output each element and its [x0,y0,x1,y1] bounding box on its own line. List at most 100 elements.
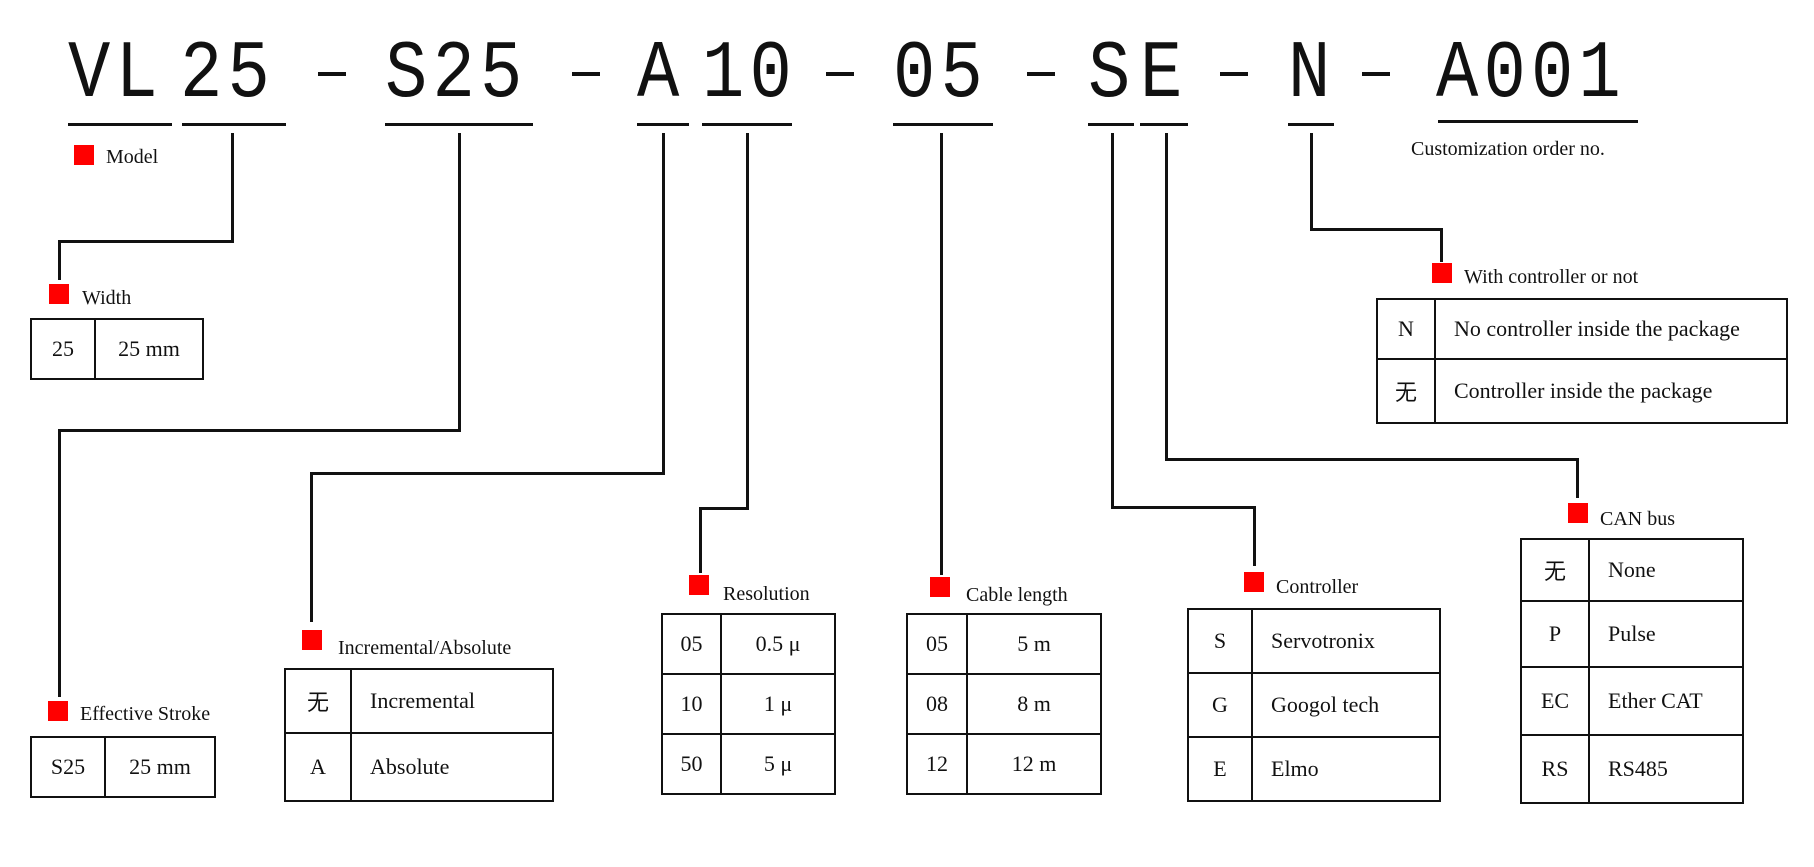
table-row: 05 0.5 μ [661,613,836,675]
option-code: P [1520,600,1590,668]
group-title-width: Width [82,287,132,309]
connector-line [699,507,749,510]
option-desc: 8 m [966,673,1102,735]
option-desc: 0.5 μ [720,613,836,675]
table-row: S25 25 mm [30,736,216,798]
connector-line [1165,458,1579,461]
connector-line [458,133,461,432]
option-desc: Ether CAT [1588,666,1744,736]
option-code: 05 [661,613,722,675]
option-code: E [1187,736,1253,802]
underline-stroke [385,123,533,126]
option-code: S [1187,608,1253,674]
option-desc: No controller inside the package [1434,298,1788,360]
canbus-options-table: 无 None P Pulse EC Ether CAT RS RS485 [1520,538,1744,804]
underline-model [68,123,172,126]
option-code: EC [1520,666,1590,736]
option-code: 05 [906,613,968,675]
underline-width [182,123,286,126]
code-separator [318,72,346,76]
code-segment-order-no: A001 [1436,28,1626,121]
connector-line [1310,133,1313,231]
option-desc: Elmo [1251,736,1441,802]
marker-icon [74,145,94,165]
connector-line [1253,506,1256,566]
option-code: S25 [30,736,106,798]
table-row: 无 None [1520,538,1744,602]
encoder-options-table: 无 Incremental A Absolute [284,668,554,802]
connector-line [1576,458,1579,498]
option-desc: 12 m [966,733,1102,795]
option-code: G [1187,672,1253,738]
underline-with-controller [1288,123,1334,126]
underline-resolution [702,123,792,126]
resolution-options-table: 05 0.5 μ 10 1 μ 50 5 μ [661,613,836,795]
connector-line [699,507,702,573]
connector-line [1111,133,1114,509]
option-code: 08 [906,673,968,735]
option-desc: Controller inside the package [1434,358,1788,424]
option-desc: 1 μ [720,673,836,735]
underline-canbus [1140,123,1188,126]
option-code: 无 [1520,538,1590,602]
code-segment-canbus: E [1140,28,1188,121]
group-title-encoder: Incremental/Absolute [338,637,512,659]
connector-line [662,133,665,475]
connector-line [310,472,665,475]
connector-line [1111,506,1256,509]
table-row: N No controller inside the package [1376,298,1788,360]
option-code: 10 [661,673,722,735]
option-desc: Pulse [1588,600,1744,668]
connector-line [310,472,313,622]
connector-line [1165,133,1168,461]
table-row: 10 1 μ [661,673,836,735]
group-title-stroke: Effective Stroke [80,703,211,725]
option-desc: None [1588,538,1744,602]
order-no-label: Customization order no. [1411,138,1605,160]
code-segment-with-controller: N [1288,28,1336,121]
option-desc: Absolute [350,732,554,802]
option-code: 无 [1376,358,1436,424]
table-row: 25 25 mm [30,318,204,380]
table-row: 50 5 μ [661,733,836,795]
group-title-canbus: CAN bus [1600,508,1676,530]
option-desc: Servotronix [1251,608,1441,674]
code-segment-controller: S [1088,28,1136,121]
marker-icon [49,284,69,304]
code-segment-model: VL [68,28,163,121]
option-code: RS [1520,734,1590,804]
underline-order-no [1438,120,1638,123]
option-desc: RS485 [1588,734,1744,804]
connector-line [58,429,461,432]
code-separator [572,72,600,76]
table-row: RS RS485 [1520,734,1744,804]
connector-line [1310,228,1443,231]
connector-line [58,240,61,280]
width-options-table: 25 25 mm [30,318,204,380]
group-title-with-controller: With controller or not [1464,266,1639,288]
option-code: N [1376,298,1436,360]
table-row: 08 8 m [906,673,1102,735]
table-row: E Elmo [1187,736,1441,802]
code-segment-width: 25 [180,28,275,121]
table-row: 12 12 m [906,733,1102,795]
table-row: A Absolute [284,732,554,802]
code-segment-stroke: S25 [385,28,528,121]
marker-icon [302,630,322,650]
group-title-cable: Cable length [966,584,1068,606]
option-code: 50 [661,733,722,795]
code-segment-resolution: 10 [702,28,797,121]
code-separator [1362,72,1390,76]
marker-icon [1432,263,1452,283]
table-row: G Googol tech [1187,672,1441,738]
option-code: 25 [30,318,96,380]
marker-icon [1568,503,1588,523]
connector-line [940,133,943,575]
table-row: 无 Controller inside the package [1376,358,1788,424]
option-desc: 5 μ [720,733,836,795]
connector-line [58,240,234,243]
underline-controller [1088,123,1134,126]
option-code: A [284,732,352,802]
stroke-options-table: S25 25 mm [30,736,216,798]
option-desc: 5 m [966,613,1102,675]
